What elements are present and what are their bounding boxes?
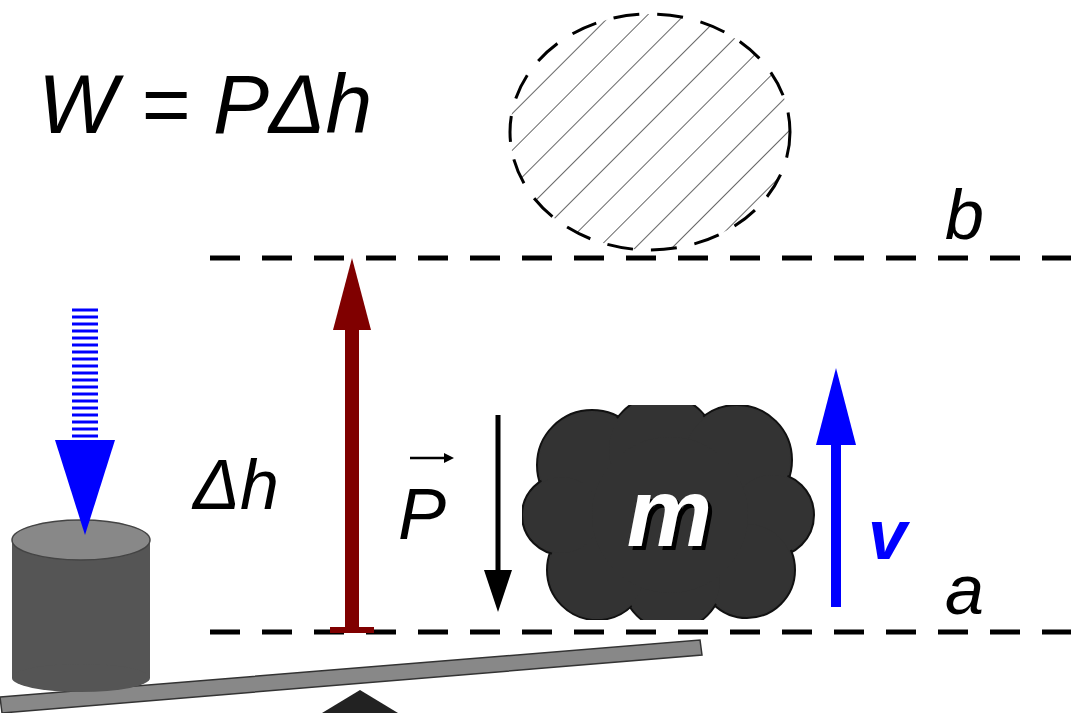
- velocity-label: v: [868, 500, 907, 570]
- mass-blob: m: [522, 405, 817, 620]
- level-label: a: [945, 555, 984, 625]
- level-line-b: [210, 256, 1071, 261]
- height-arrow: [330, 258, 374, 630]
- height-label: Δh: [193, 450, 279, 520]
- formula: W = PΔh: [38, 62, 372, 146]
- force-label: P: [398, 478, 446, 550]
- cylinder-weight: [12, 520, 150, 692]
- ghost-mass: [500, 0, 800, 260]
- push-arrow: [55, 310, 115, 535]
- level-label: b: [945, 180, 984, 250]
- level-line-a: [210, 630, 1071, 635]
- pivot: [322, 690, 398, 713]
- velocity-arrow: [816, 368, 856, 607]
- mass-label: m: [627, 465, 712, 561]
